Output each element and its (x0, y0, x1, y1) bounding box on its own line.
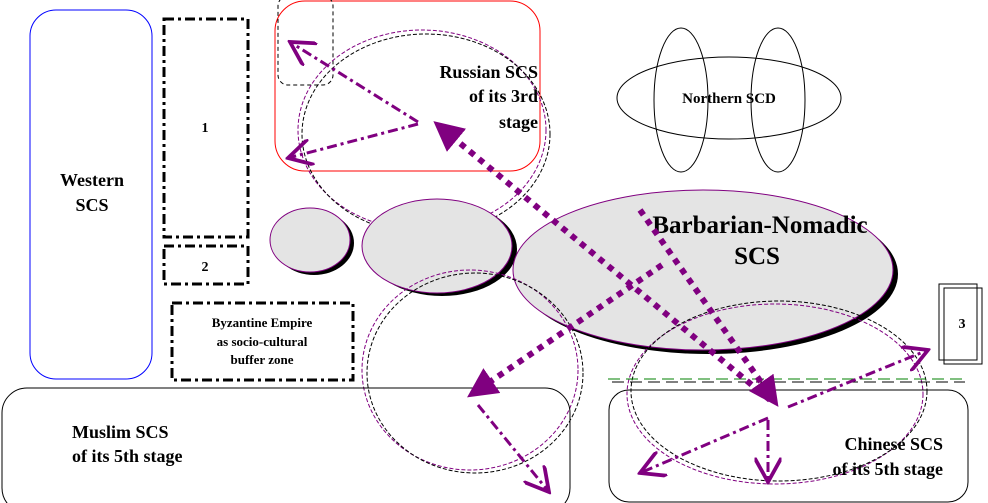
arrow-china-east (787, 350, 928, 409)
byzantine-label-1: Byzantine Empire (212, 315, 313, 330)
western-label-1: Western (60, 170, 124, 190)
arrow-china-west (640, 416, 769, 473)
northern-scd: Northern SCD (616, 27, 842, 173)
zone-1: 1 (162, 17, 250, 239)
zone-1-label: 1 (202, 121, 209, 136)
secondary-expansion-arrows (288, 42, 928, 492)
russian-label-2: of its 3rd (469, 86, 538, 106)
zone-2: 2 (162, 244, 250, 286)
byzantine-label-3: buffer zone (231, 352, 294, 367)
arrow-russia-west-upper (290, 42, 419, 124)
zone-3: 3 (938, 283, 983, 365)
muslim-influence-zone (361, 269, 584, 474)
muslim-label-2: of its 5th stage (72, 446, 183, 466)
nomadic-label-1: Barbarian-Nomadic (652, 212, 867, 239)
nomadic-label-2: SCS (734, 243, 780, 270)
arrow-muslim-south (476, 404, 549, 492)
intermediate-zones (269, 198, 517, 296)
chinese-scs: Chinese SCS of its 5th stage (608, 389, 969, 503)
western-label-2: SCS (75, 195, 108, 215)
muslim-scs: Muslim SCS of its 5th stage (1, 387, 571, 503)
nomadic-expansion-arrows (433, 121, 779, 407)
barbarian-nomadic-scs: Barbarian-Nomadic SCS (512, 189, 898, 354)
western-scs: Western SCS (29, 9, 153, 380)
russian-scs: Russian SCS of its 3rd stage (274, 0, 551, 235)
arrow-to-muslim (467, 262, 664, 398)
chinese-label-2: of its 5th stage (833, 459, 944, 479)
russian-label-3: stage (499, 112, 538, 132)
muslim-label-1: Muslim SCS (72, 422, 169, 442)
zone-3-label: 3 (959, 317, 966, 332)
arrow-to-china (637, 208, 779, 407)
arrow-russia-west-lower (288, 122, 419, 158)
northern-label: Northern SCD (682, 91, 776, 107)
byzantine-buffer-zone: Byzantine Empire as socio-cultural buffe… (170, 301, 355, 382)
byzantine-label-2: as socio-cultural (217, 334, 308, 349)
chinese-label-1: Chinese SCS (844, 434, 943, 454)
zone-2-label: 2 (202, 260, 209, 275)
russian-label-1: Russian SCS (439, 62, 538, 82)
